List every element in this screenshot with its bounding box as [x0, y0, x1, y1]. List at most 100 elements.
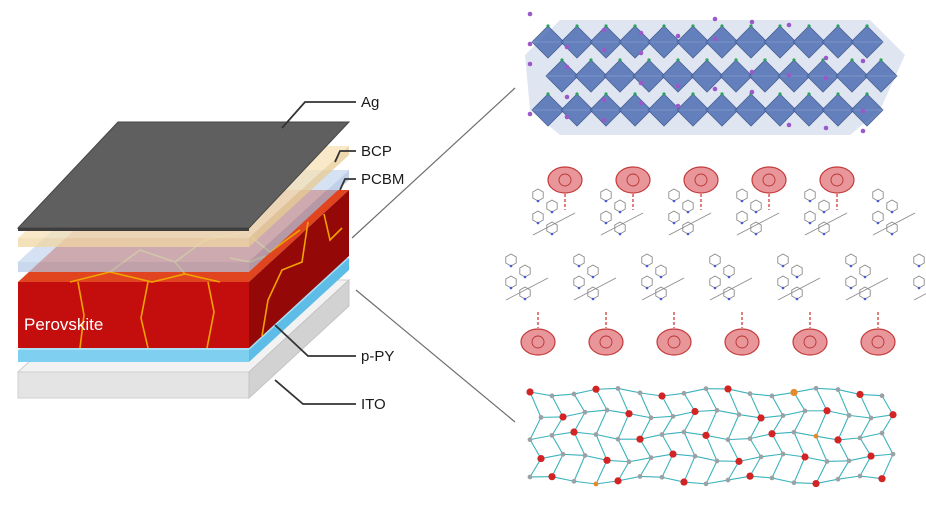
aromatic-ring — [709, 253, 721, 267]
molecular-bond — [804, 212, 848, 236]
halide-atom — [618, 58, 622, 62]
halide-atom — [821, 58, 825, 62]
oxygen-atom — [603, 456, 611, 464]
aromatic-ring — [859, 286, 871, 300]
indium-atom — [879, 430, 885, 436]
lattice-bond — [837, 475, 861, 480]
lattice-bond — [793, 431, 817, 437]
pyridine-node — [819, 166, 855, 194]
lattice-bond — [683, 481, 707, 485]
aromatic-ring — [845, 275, 857, 289]
pyridine-node-ring — [735, 335, 749, 349]
aromatic-ring — [505, 253, 517, 267]
indium-atom — [637, 390, 643, 396]
pyridine-node — [520, 328, 556, 356]
indium-atom — [560, 451, 566, 457]
cation-atom — [527, 111, 533, 117]
lattice-bond — [738, 456, 762, 462]
lattice-bond — [760, 453, 784, 458]
lattice-bond — [837, 460, 850, 480]
lattice-bond — [837, 439, 850, 462]
pyridine-node-ring — [803, 335, 817, 349]
cation-atom — [823, 125, 829, 131]
halide-atom — [691, 24, 695, 28]
lattice-bond — [727, 388, 751, 395]
cation-atom — [601, 47, 607, 53]
aromatic-ring — [519, 264, 531, 278]
lattice-bond — [815, 461, 828, 484]
aromatic-ring — [777, 253, 789, 267]
lattice-bond — [705, 479, 729, 485]
aromatic-ring — [886, 199, 898, 213]
pyridine-node-ring — [694, 173, 708, 187]
lattice-bond — [771, 431, 795, 435]
indium-atom — [659, 474, 665, 480]
tin-atom — [790, 388, 798, 397]
device-stack: Perovskite Ag BCP PCBM — [16, 94, 404, 413]
ag-layer — [16, 121, 351, 231]
nitrogen-atom — [740, 221, 744, 225]
lattice-bond — [870, 414, 894, 419]
oxygen-atom — [735, 457, 743, 465]
lattice-bond — [573, 480, 597, 485]
nitrogen-atom — [686, 232, 690, 236]
indium-atom — [527, 474, 533, 480]
oxygen-atom — [768, 430, 776, 438]
molecular-bond — [573, 277, 617, 301]
lattice-bond — [815, 478, 839, 485]
lattice-bond — [727, 475, 751, 481]
nitrogen-atom — [645, 286, 649, 290]
oxygen-atom — [680, 478, 688, 486]
nitrogen-atom — [754, 232, 758, 236]
indium-atom — [549, 393, 555, 399]
nitrogen-atom — [618, 232, 622, 236]
cation-atom — [527, 61, 533, 67]
nitrogen-atom — [808, 221, 812, 225]
lattice-bond — [683, 455, 696, 483]
lattice-bond — [573, 411, 586, 433]
lattice-bond — [639, 457, 652, 477]
indium-atom — [846, 458, 852, 464]
cation-atom — [638, 30, 644, 36]
molecular-bond — [641, 277, 685, 301]
lattice-bond — [639, 417, 652, 440]
molecular-bond — [668, 212, 712, 236]
lattice-bond — [540, 453, 564, 460]
indium-atom — [571, 478, 577, 484]
indium-atom — [670, 413, 676, 419]
lattice-bond — [815, 410, 828, 437]
lattice-bond — [683, 411, 696, 433]
lattice-bond — [771, 453, 784, 479]
lattice-bond — [529, 391, 542, 418]
lattice-bond — [551, 393, 575, 397]
lattice-bond — [749, 456, 762, 477]
pyridine-node — [860, 328, 896, 356]
lattice-bond — [859, 417, 872, 439]
nitrogen-atom — [781, 286, 785, 290]
pyridine-node — [588, 328, 624, 356]
aromatic-ring — [546, 221, 558, 235]
nitrogen-atom — [577, 264, 581, 268]
aromatic-ring — [505, 275, 517, 289]
lattice-bond — [650, 453, 674, 459]
lattice-bond — [639, 392, 663, 397]
halide-atom — [778, 92, 782, 96]
aromatic-ring — [723, 264, 735, 278]
nitrogen-atom — [822, 232, 826, 236]
cation-atom — [564, 44, 570, 50]
halide-atom — [633, 24, 637, 28]
nitrogen-atom — [618, 210, 622, 214]
lattice-bond — [606, 459, 630, 463]
indium-atom — [846, 412, 852, 418]
nitrogen-atom — [713, 264, 717, 268]
indium-atom — [582, 409, 588, 415]
aromatic-ring — [723, 286, 735, 300]
indium-atom — [615, 436, 621, 442]
lattice-bond — [837, 389, 850, 416]
nitrogen-atom — [672, 199, 676, 203]
aromatic-ring — [668, 210, 680, 224]
indium-atom — [538, 414, 544, 420]
aromatic-ring — [573, 253, 585, 267]
indium-atom — [725, 477, 731, 483]
halide-atom — [865, 24, 869, 28]
